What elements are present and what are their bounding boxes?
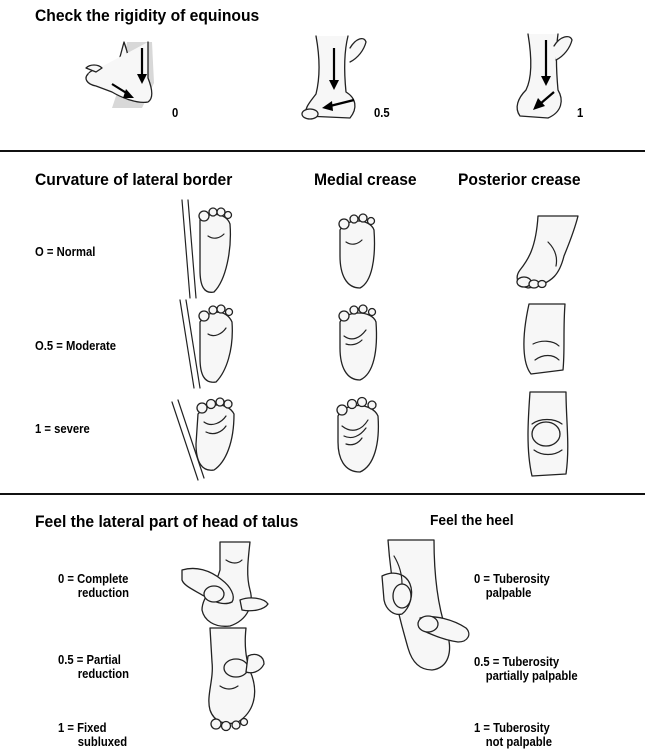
lateral-border-foot-moderate xyxy=(178,300,238,390)
heel-item-0-score: 0 = Tuberosity xyxy=(474,572,550,586)
heel-title: Feel the heel xyxy=(430,512,514,529)
talus-palpation-illustration-partial xyxy=(196,626,266,731)
posterior-crease-foot-normal xyxy=(508,212,588,292)
heel-palpation-illustration xyxy=(380,536,475,676)
talus-palpation-illustration-complete xyxy=(180,540,270,630)
heel-item-1: 0.5 = Tuberosity partially palpable xyxy=(474,655,578,683)
talus-item-0: 0 = Complete reduction xyxy=(58,572,129,600)
medial-crease-foot-normal xyxy=(332,208,382,293)
equinus-foot-illustration-0 xyxy=(82,38,172,118)
talus-item-2-detail: subluxed xyxy=(58,735,127,749)
talus-item-0-detail: reduction xyxy=(58,586,129,600)
heel-item-0: 0 = Tuberosity palpable xyxy=(474,572,550,600)
medial-crease-header: Medial crease xyxy=(314,170,417,190)
section-divider-1 xyxy=(0,150,645,152)
row-label-severe: 1 = severe xyxy=(35,422,90,436)
lateral-border-foot-normal xyxy=(178,200,238,300)
row-label-moderate: O.5 = Moderate xyxy=(35,339,116,353)
heel-item-1-score: 0.5 = Tuberosity xyxy=(474,655,559,669)
talus-item-1-score: 0.5 = Partial xyxy=(58,653,121,667)
equinus-foot-illustration-0.5 xyxy=(300,28,370,123)
talus-item-0-score: 0 = Complete xyxy=(58,572,128,586)
heel-item-2: 1 = Tuberosity not palpable xyxy=(474,721,552,749)
equinus-title: Check the rigidity of equinous xyxy=(35,6,259,26)
lateral-border-header: Curvature of lateral border xyxy=(35,170,232,190)
heel-item-0-detail: palpable xyxy=(474,586,550,600)
posterior-crease-foot-moderate xyxy=(515,300,575,380)
section-divider-2 xyxy=(0,493,645,495)
row-label-normal: O = Normal xyxy=(35,245,95,259)
medial-crease-foot-moderate xyxy=(332,300,387,385)
posterior-crease-header: Posterior crease xyxy=(458,170,581,190)
equinus-score-0: 0 xyxy=(172,106,178,120)
equinus-score-0.5: 0.5 xyxy=(374,106,390,120)
talus-item-2-score: 1 = Fixed xyxy=(58,721,106,735)
talus-item-2: 1 = Fixed subluxed xyxy=(58,721,127,749)
heel-item-2-detail: not palpable xyxy=(474,735,552,749)
talus-item-1: 0.5 = Partial reduction xyxy=(58,653,129,681)
equinus-score-1: 1 xyxy=(577,106,583,120)
lateral-border-foot-severe xyxy=(170,392,240,482)
talus-item-1-detail: reduction xyxy=(58,667,129,681)
heel-item-1-detail: partially palpable xyxy=(474,669,578,683)
medial-crease-foot-severe xyxy=(328,392,388,477)
heel-item-2-score: 1 = Tuberosity xyxy=(474,721,550,735)
talus-title: Feel the lateral part of head of talus xyxy=(35,512,298,532)
equinus-foot-illustration-1 xyxy=(508,28,578,123)
posterior-crease-foot-severe xyxy=(518,390,578,480)
